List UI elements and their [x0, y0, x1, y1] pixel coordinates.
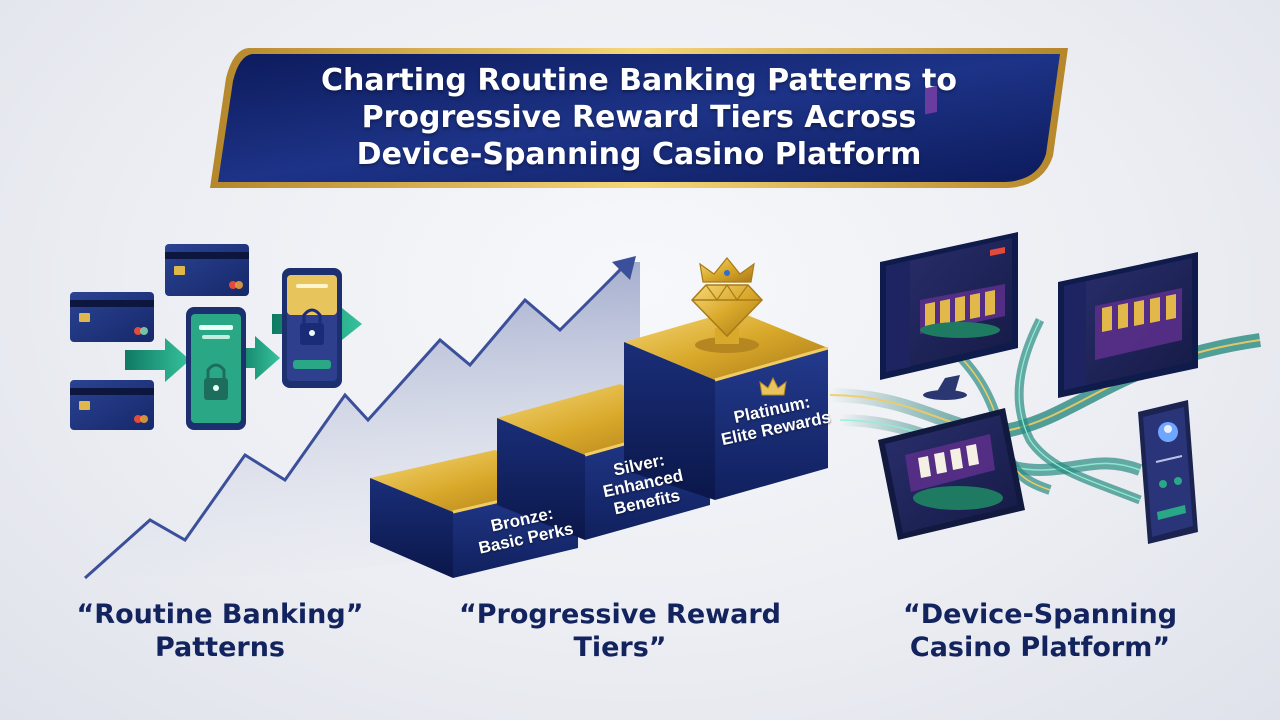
title-line: Charting Routine Banking Patterns to — [321, 63, 957, 98]
routine-banking-caption: “Routine Banking” Patterns — [60, 598, 380, 664]
tablet-icon — [878, 408, 1025, 540]
progressive-reward-caption: “Progressive Reward Tiers” — [440, 598, 800, 664]
crown-icon — [759, 376, 787, 396]
caption-line: Casino Platform” — [909, 632, 1171, 663]
monitor-icon — [1058, 252, 1198, 398]
arrow-right-icon — [125, 338, 190, 382]
arrow-head-icon — [612, 256, 636, 280]
title-line: Device-Spanning Casino Platform — [356, 137, 922, 172]
title-line: Progressive Reward Tiers Across — [361, 100, 917, 135]
diamond-crown-icon — [690, 257, 764, 353]
title-banner: Charting Routine Banking Patterns to Pro… — [208, 46, 1070, 190]
caption-line: “Progressive Reward — [459, 599, 781, 630]
caption-line: Patterns — [154, 632, 286, 663]
credit-card-icon — [165, 244, 249, 296]
banner-shape — [210, 48, 1068, 188]
arrow-right-icon — [235, 336, 280, 380]
smartphone-icon — [1138, 400, 1198, 544]
page-title: Charting Routine Banking Patterns to Pro… — [268, 62, 1010, 173]
smartphone-icon — [282, 268, 342, 388]
credit-card-icon — [70, 292, 154, 342]
caption-line: Tiers” — [573, 632, 667, 663]
caption-line: “Routine Banking” — [76, 599, 364, 630]
credit-card-icon — [70, 380, 154, 430]
device-spanning-caption: “Device-Spanning Casino Platform” — [870, 598, 1210, 664]
smartphone-icon — [186, 307, 246, 430]
monitor-icon — [880, 85, 1018, 400]
caption-line: “Device-Spanning — [902, 599, 1178, 630]
